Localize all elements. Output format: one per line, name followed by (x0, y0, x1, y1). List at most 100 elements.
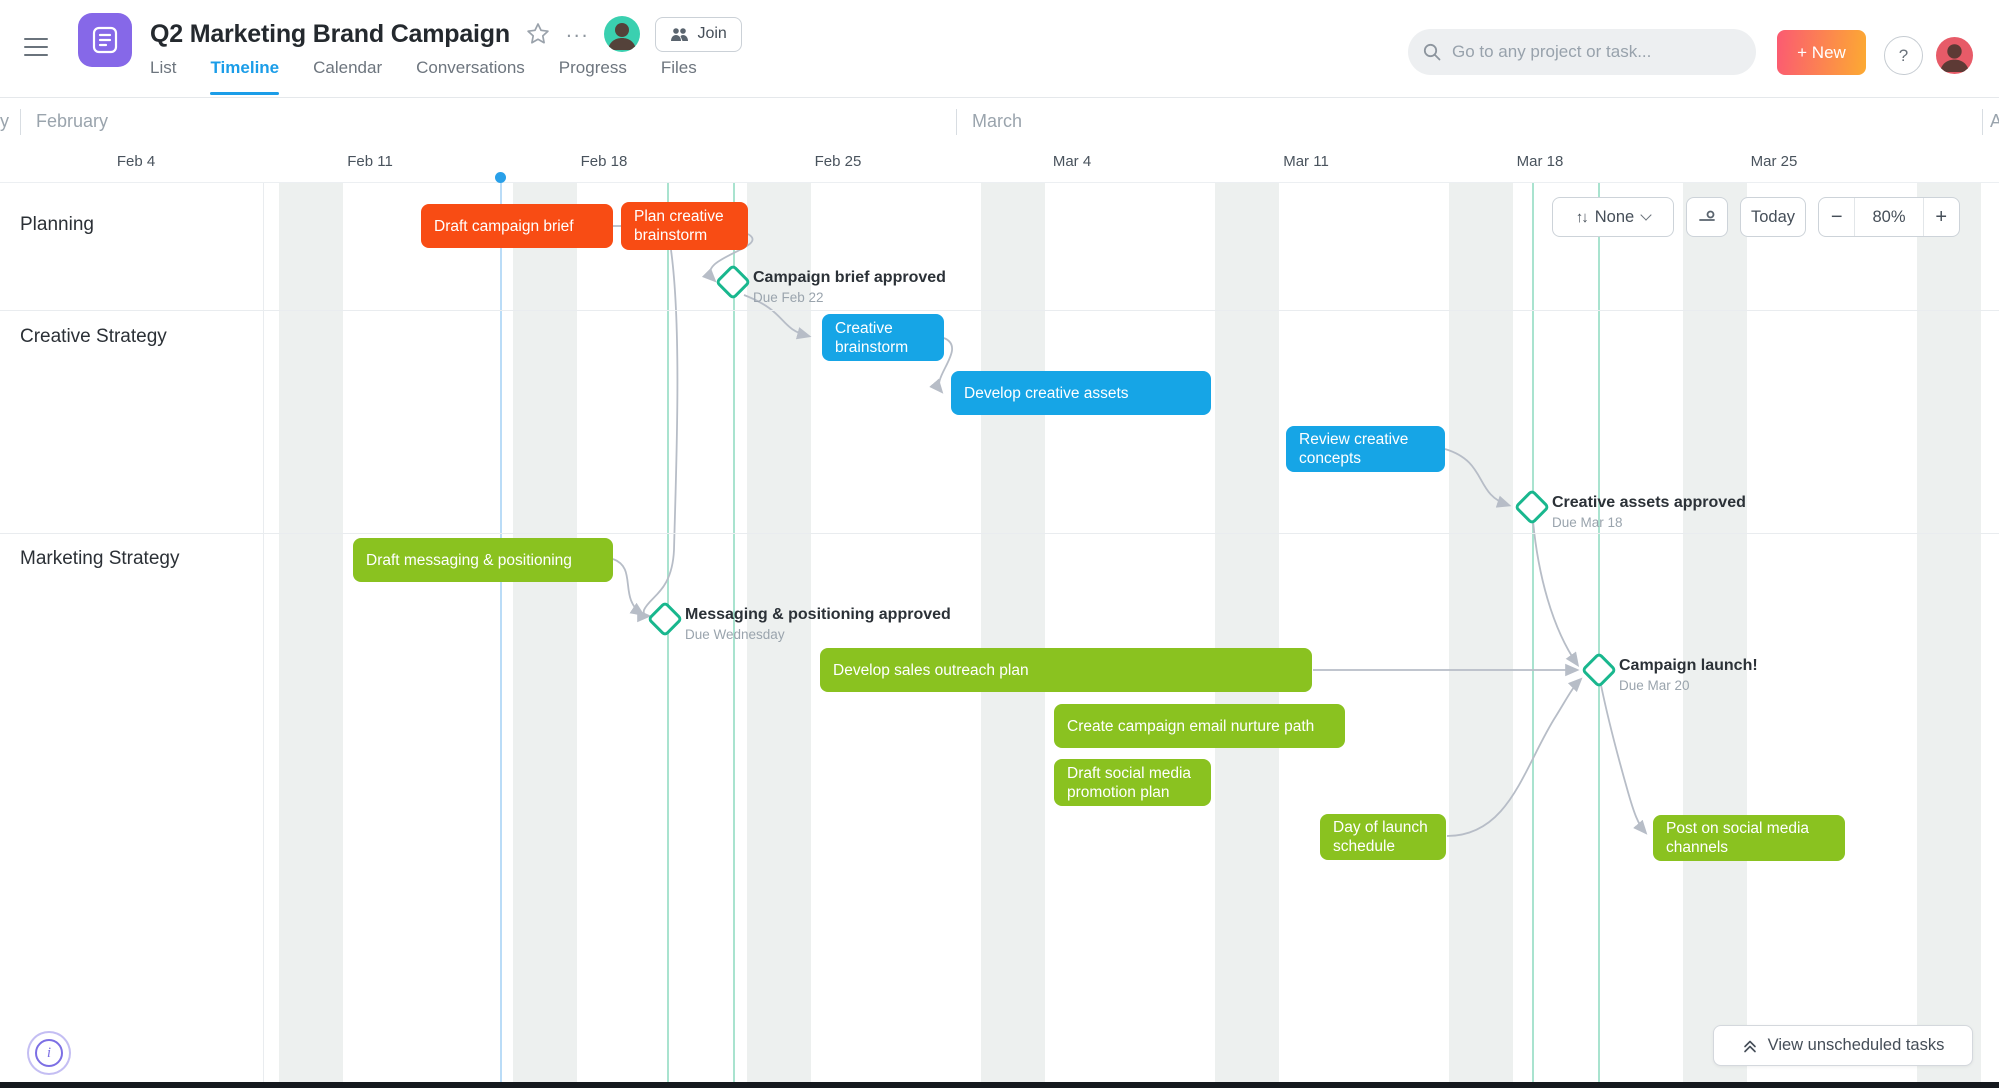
milestone-diamond[interactable] (1513, 488, 1551, 526)
milestone-due-date: Due Feb 22 (753, 290, 824, 305)
task-bar[interactable]: Creative brainstorm (822, 314, 944, 361)
month-label: February (36, 111, 109, 131)
join-button[interactable]: Join (655, 16, 742, 52)
weekend-band (1215, 182, 1279, 1082)
top-bar: Q2 Marketing Brand Campaign ... Join (0, 0, 1999, 98)
double-chevron-up-icon (1743, 1040, 1756, 1052)
tab-progress[interactable]: Progress (558, 58, 627, 77)
milestone-diamond[interactable] (646, 600, 684, 638)
section-column (0, 183, 264, 1082)
join-label: Join (697, 25, 727, 42)
tab-conversations[interactable]: Conversations (416, 58, 525, 77)
milestone-title: Campaign brief approved (753, 269, 946, 286)
milestone-due-date: Due Mar 20 (1619, 678, 1690, 693)
user-photo-icon (1940, 44, 1969, 72)
zoom-control: − 80% + (1818, 197, 1960, 237)
info-icon: i (35, 1039, 63, 1067)
week-tick-label: Feb 11 (347, 153, 393, 170)
timeline-options-button[interactable] (1686, 197, 1728, 237)
view-unscheduled-tasks-button[interactable]: View unscheduled tasks (1713, 1025, 1973, 1066)
task-bar[interactable]: Draft social media promotion plan (1054, 759, 1211, 806)
milestone-guide-line (1532, 182, 1534, 1082)
zoom-out-button[interactable]: − (1830, 205, 1843, 228)
milestone-due-date: Due Mar 18 (1552, 515, 1623, 530)
milestone-title: Messaging & positioning approved (685, 606, 951, 623)
milestone-diamond[interactable] (714, 263, 752, 301)
task-bar[interactable]: Post on social media channels (1653, 815, 1845, 861)
star-icon[interactable] (525, 21, 551, 47)
today-button[interactable]: Today (1740, 197, 1806, 237)
view-tabs: List Timeline Calendar Conversations Progres… (150, 58, 697, 95)
page-title: Q2 Marketing Brand Campaign (150, 19, 510, 48)
search-input[interactable] (1452, 42, 1732, 62)
section-label: Planning (20, 214, 94, 235)
sort-dropdown[interactable]: ↑↓ None (1552, 197, 1674, 237)
search-icon (1423, 43, 1441, 61)
project-icon[interactable] (78, 13, 132, 67)
today-dot (495, 172, 506, 183)
project-title-row: Q2 Marketing Brand Campaign ... Join (150, 12, 742, 56)
tab-calendar[interactable]: Calendar (313, 58, 383, 77)
week-tick-label: Feb 4 (116, 153, 156, 170)
tab-list[interactable]: List (150, 58, 177, 77)
info-button[interactable]: i (27, 1031, 71, 1075)
dependency-line (1532, 520, 1580, 667)
zoom-in-button[interactable]: + (1935, 205, 1948, 228)
month-divider (956, 109, 957, 135)
milestone-label: Campaign launch!Due Mar 20 (1619, 657, 1758, 693)
week-tick-label: Mar 11 (1283, 153, 1329, 170)
milestone-guide-line (1598, 182, 1600, 1082)
window-bottom-edge (0, 1082, 1999, 1088)
section-divider (0, 533, 1999, 534)
weekend-band (279, 182, 343, 1082)
week-tick-label: Mar 25 (1750, 153, 1798, 170)
dependency-line (1600, 684, 1648, 835)
milestone-guide-line (733, 182, 735, 1082)
task-bar[interactable]: Develop creative assets (951, 371, 1211, 415)
zoom-level[interactable]: 80% (1854, 198, 1924, 236)
task-bar[interactable]: Develop sales outreach plan (820, 648, 1312, 692)
tab-files[interactable]: Files (660, 58, 697, 77)
section-divider (0, 310, 1999, 311)
tab-timeline[interactable]: Timeline (210, 58, 280, 95)
task-bar[interactable]: Plan creative brainstorm (621, 202, 748, 250)
search-bar[interactable] (1408, 29, 1756, 75)
people-icon (671, 27, 689, 41)
sort-arrows-icon: ↑↓ (1575, 208, 1589, 226)
hamburger-menu-icon[interactable] (24, 38, 48, 56)
week-tick-label: Mar 4 (1052, 153, 1092, 170)
chevron-down-icon (1640, 209, 1652, 221)
milestone-due-date: Due Wednesday (685, 627, 785, 642)
today-line (500, 182, 502, 1082)
dependency-line (612, 558, 645, 617)
weekend-band (1449, 182, 1513, 1082)
canvas-top-border (0, 182, 1999, 183)
week-tick-label: Feb 18 (580, 153, 628, 170)
month-divider (20, 109, 21, 135)
dependency-line (637, 249, 679, 623)
user-avatar[interactable] (1936, 37, 1973, 74)
milestone-diamond[interactable] (1580, 651, 1618, 689)
milestone-title: Creative assets approved (1552, 494, 1746, 511)
member-avatar[interactable] (604, 16, 641, 52)
slider-icon (1699, 210, 1715, 221)
task-bar[interactable]: Create campaign email nurture path (1054, 704, 1345, 748)
week-tick-label: Mar 18 (1516, 153, 1564, 170)
member-photo-icon (608, 23, 637, 50)
briefing-list-icon (92, 26, 118, 54)
task-bar[interactable]: Day of launch schedule (1320, 814, 1446, 860)
weekend-band (981, 182, 1045, 1082)
month-label: y (0, 111, 9, 131)
sort-label: None (1594, 207, 1635, 226)
task-bar[interactable]: Draft messaging & positioning (353, 538, 613, 582)
overflow-menu-icon[interactable]: ... (565, 19, 590, 42)
task-bar[interactable]: Draft campaign brief (421, 204, 613, 248)
new-button[interactable]: + New (1777, 30, 1866, 75)
help-button[interactable]: ? (1884, 36, 1923, 75)
month-label: A (1990, 111, 1999, 131)
task-bar[interactable]: Review creative concepts (1286, 426, 1445, 472)
view-unscheduled-label: View unscheduled tasks (1767, 1036, 1945, 1054)
